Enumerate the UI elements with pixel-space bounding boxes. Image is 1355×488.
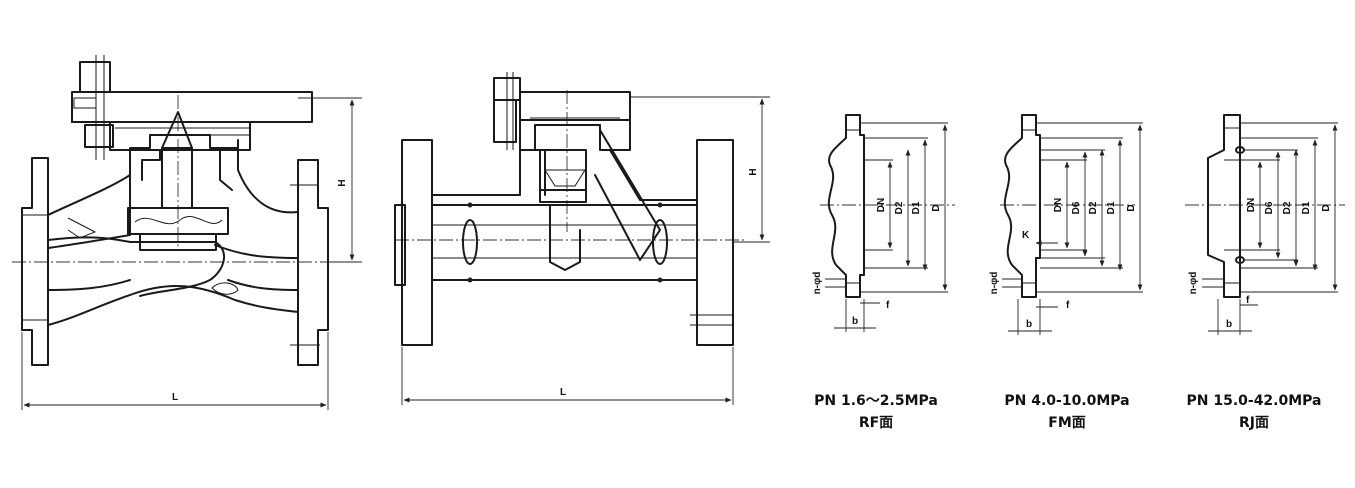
fm-d6-label: D6: [1071, 201, 1082, 214]
rj-bolt-label: n-φd: [1188, 272, 1199, 295]
rj-f-label: f: [1246, 295, 1250, 306]
rf-d1-label: D1: [911, 201, 922, 214]
rj-pressure-caption: PN 15.0-42.0MPa: [1186, 393, 1321, 409]
rf-face-caption: RF面: [859, 415, 893, 431]
check-valve-dimensions: H L: [401, 96, 770, 405]
rf-pressure-caption: PN 1.6～2.5MPa: [814, 393, 938, 409]
rj-face-caption: RJ面: [1239, 415, 1269, 431]
valve-a-length-label: L: [172, 392, 178, 403]
rf-bolt-label: n-φd: [812, 272, 823, 295]
fm-d2-label: D2: [1088, 201, 1099, 214]
fm-b-label: b: [1026, 319, 1032, 330]
rf-dn-label: DN: [876, 198, 887, 212]
fm-f-label: f: [1066, 300, 1070, 311]
fm-bolt-label: n-φd: [989, 272, 1000, 295]
rj-d2-label: D2: [1282, 201, 1293, 214]
flange-fm-drawing: DN D6 D2 D1 D K n-φd b f: [989, 114, 1143, 335]
valve-a-height-label: H: [337, 179, 348, 186]
globe-valve-dimensions: H L: [21, 97, 362, 410]
rj-d6-label: D6: [1264, 201, 1275, 214]
fm-d1-label: D1: [1106, 201, 1117, 214]
fm-dn-label: DN: [1053, 198, 1064, 212]
rf-f-label: f: [886, 300, 890, 311]
flange-rf-drawing: DN D2 D1 D n-φd b f: [812, 114, 955, 332]
rf-b-label: b: [852, 316, 858, 327]
rf-d2-label: D2: [894, 201, 905, 214]
rj-d-label: D: [1321, 204, 1332, 211]
fm-face-caption: FM面: [1048, 415, 1086, 431]
flange-rj-drawing: DN D6 D2 D1 D n-φd b f: [1185, 114, 1345, 335]
valve-b-height-label: H: [748, 168, 759, 175]
rj-d1-label: D1: [1301, 201, 1312, 214]
fm-k-label: K: [1022, 230, 1030, 241]
rj-dn-label: DN: [1246, 198, 1257, 212]
check-valve-drawing: [394, 72, 745, 346]
valve-b-length-label: L: [560, 387, 566, 398]
fm-pressure-caption: PN 4.0-10.0MPa: [1004, 393, 1129, 409]
rj-b-label: b: [1226, 319, 1232, 330]
fm-d-label: D: [1126, 204, 1137, 211]
rf-d-label: D: [931, 204, 942, 211]
globe-valve-drawing: [12, 55, 345, 366]
